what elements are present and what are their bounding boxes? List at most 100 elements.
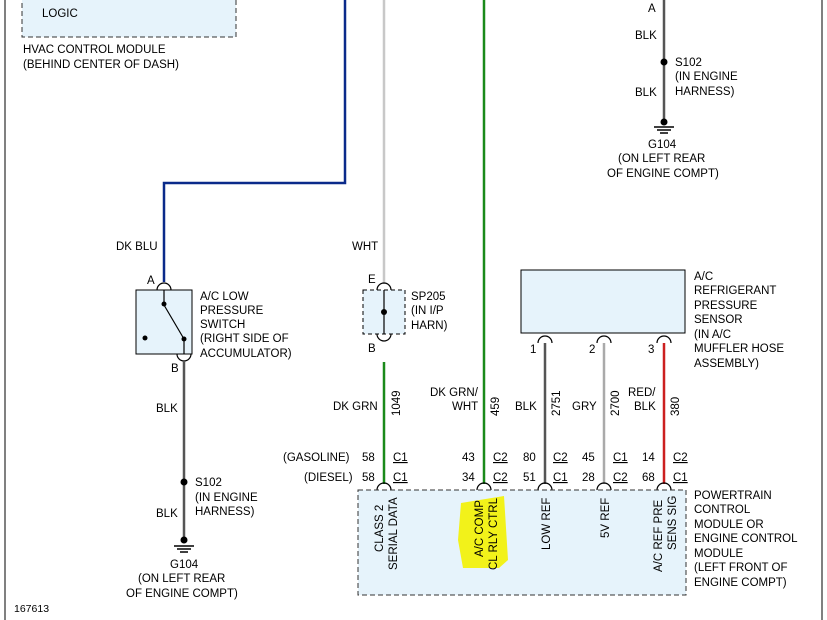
switch-label-3: SWITCH <box>200 319 245 331</box>
bottom-ground-loc2: OF ENGINE COMPT) <box>126 588 238 600</box>
pcm-label-5: MODULE <box>694 548 744 560</box>
diesel-conn-1: C1 <box>393 472 408 484</box>
sensor-label-1: A/C <box>694 271 713 283</box>
bottom-wire-blk: BLK <box>156 508 178 520</box>
bottom-ground-loc1: (ON LEFT REAR <box>138 573 225 585</box>
hvac-module-text: LOGIC <box>42 8 78 20</box>
diesel-pin-4: 28 <box>582 472 595 484</box>
pcm-label-3: MODULE OR <box>694 519 764 531</box>
bottom-splice-name: S102 <box>195 477 222 489</box>
diesel-pin-2: 34 <box>462 472 475 484</box>
sensor-label-2: REFRIGERANT <box>694 285 776 297</box>
top-splice-loc2: HARNESS) <box>675 86 735 98</box>
bottom-splice-loc1: (IN ENGINE <box>195 492 258 504</box>
sensor-label-5: (IN A/C <box>694 329 731 341</box>
pcm-fn2-a: A/C COMP <box>474 500 486 557</box>
gas-pin-4: 45 <box>582 452 595 464</box>
dk-blu-wire <box>162 0 347 282</box>
wire4-color: GRY <box>572 401 597 413</box>
wire5-color-2: BLK <box>634 401 656 413</box>
top-splice-name: S102 <box>675 57 702 69</box>
pcm-fn4: 5V REF <box>600 498 612 538</box>
gasoline-pins: 58 43 80 45 14 C1 C2 C2 C1 C2 <box>362 452 688 464</box>
switch-label-1: A/C LOW <box>200 291 249 303</box>
gas-conn-4: C1 <box>613 452 628 464</box>
sp205-pin-e: E <box>368 274 376 286</box>
wire4-circuit: 2700 <box>610 390 622 416</box>
bottom-ground-name: G104 <box>170 559 199 571</box>
diesel-conn-3: C1 <box>553 472 568 484</box>
top-ground-loc2: OF ENGINE COMPT) <box>607 168 719 180</box>
sensor-label-3: PRESSURE <box>694 300 758 312</box>
pcm-label-4: ENGINE CONTROL <box>694 533 798 545</box>
wire2-color-2: WHT <box>452 401 478 413</box>
gas-conn-3: C2 <box>553 452 568 464</box>
hvac-module-caption: HVAC CONTROL MODULE <box>23 44 166 56</box>
hvac-module-location: (BEHIND CENTER OF DASH) <box>23 59 179 71</box>
diesel-pin-5: 68 <box>642 472 655 484</box>
sensor-box <box>520 269 686 334</box>
wire1-color: DK GRN <box>333 401 378 413</box>
gas-conn-5: C2 <box>673 452 688 464</box>
gasoline-label: (GASOLINE) <box>283 452 350 464</box>
bottom-ground-circuit: BLK S102 (IN ENGINE HARNESS) BLK G104 (O… <box>126 361 258 600</box>
diesel-pins: 58 34 51 28 68 C1 C2 C1 C2 C1 <box>362 472 688 484</box>
highlight-mark <box>458 496 508 568</box>
switch-pin-b: B <box>171 363 179 375</box>
top-pin-a: A <box>648 3 656 15</box>
sp205-pin-b: B <box>368 343 376 355</box>
sp205-splice: WHT E B SP205 (IN I/P HARN) <box>352 0 448 355</box>
pcm-label-2: CONTROL <box>694 504 751 516</box>
wire1-circuit: 1049 <box>391 390 403 416</box>
top-wire-blk-2: BLK <box>635 87 657 99</box>
switch-label-5: ACCUMULATOR) <box>200 348 292 360</box>
sensor-label-7: ASSEMBLY) <box>694 358 759 370</box>
pcm-fn5-a: A/C REF PRE <box>653 499 665 572</box>
diesel-pin-3: 51 <box>523 472 536 484</box>
wire5-color-1: RED/ <box>628 387 656 399</box>
pcm-label-7: ENGINE COMPT) <box>694 577 787 589</box>
ac-refrigerant-pressure-sensor: A/C REFRIGERANT PRESSURE SENSOR (IN A/C … <box>520 269 784 370</box>
pcm-fn5-b: SENS SIG <box>667 496 679 550</box>
wire3-color: BLK <box>515 401 537 413</box>
figure-number: 167613 <box>14 603 49 615</box>
wht-label: WHT <box>352 241 378 253</box>
wire5-circuit: 380 <box>670 397 682 416</box>
switch-label-4: (RIGHT SIDE OF <box>200 333 289 345</box>
top-wire-blk: BLK <box>635 30 657 42</box>
ac-low-pressure-switch: A B A/C LOW PRESSURE SWITCH (RIGHT SIDE … <box>135 275 292 375</box>
sp205-name: SP205 <box>411 291 446 303</box>
sensor-label-6: MUFFLER HOSE <box>694 343 784 355</box>
bottom-splice-dot <box>180 478 188 486</box>
switch-label-2: PRESSURE <box>200 305 264 317</box>
wire2-circuit: 459 <box>490 397 502 416</box>
pcm-fn1-b: SERIAL DATA <box>388 497 400 570</box>
gas-conn-1: C1 <box>393 452 408 464</box>
top-splice-loc1: (IN ENGINE <box>675 71 738 83</box>
sp205-loc1: (IN I/P <box>411 305 444 317</box>
sensor-pin-1: 1 <box>530 344 536 356</box>
pcm-fn2-b: CL RLY CTRL <box>488 497 500 570</box>
pcm-connector-terminals <box>376 482 672 491</box>
sp205-loc2: HARN) <box>411 320 448 332</box>
top-ground-circuit: A BLK S102 (IN ENGINE HARNESS) BLK G104 … <box>607 0 738 180</box>
gas-conn-2: C2 <box>493 452 508 464</box>
gas-pin-3: 80 <box>523 452 536 464</box>
gas-pin-5: 14 <box>642 452 655 464</box>
powertrain-control-module: CLASS 2 SERIAL DATA A/C COMP CL RLY CTRL… <box>357 489 798 596</box>
dk-blu-label: DK BLU <box>116 241 158 253</box>
top-ground-loc1: (ON LEFT REAR <box>618 153 705 165</box>
wire2-color-1: DK GRN/ <box>430 387 479 399</box>
gas-pin-2: 43 <box>462 452 475 464</box>
top-ground-name: G104 <box>648 139 677 151</box>
diesel-pin-1: 58 <box>362 472 375 484</box>
diesel-label: (DIESEL) <box>304 472 353 484</box>
sensor-pin-3: 3 <box>648 344 654 356</box>
pcm-fn3: LOW REF <box>541 498 553 550</box>
diesel-conn-2: C2 <box>493 472 508 484</box>
switch-out-blk: BLK <box>156 403 178 415</box>
pcm-label-1: POWERTRAIN <box>694 490 772 502</box>
sensor-label-4: SENSOR <box>694 314 743 326</box>
